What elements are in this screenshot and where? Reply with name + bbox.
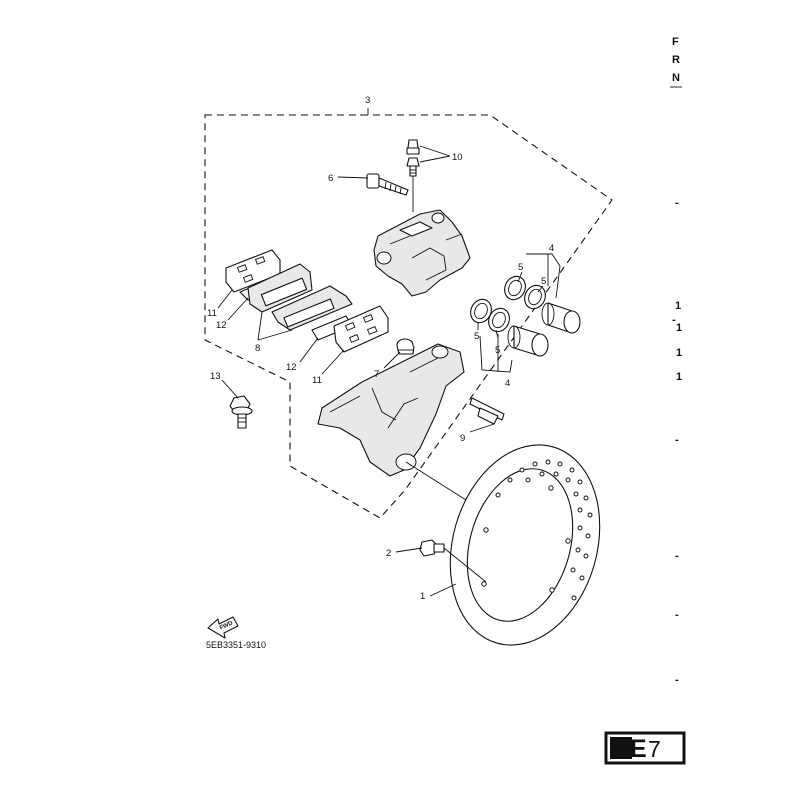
- callout-12-lower: 12: [286, 362, 297, 373]
- page-ref-letter: E: [630, 735, 647, 763]
- callout-5-upper-right: 5: [541, 276, 546, 287]
- caliper-bolt-part: [366, 173, 409, 196]
- edge-tick-2: 1: [675, 300, 681, 312]
- caliper-bracket-part: [317, 343, 467, 501]
- edge-tick-8: -: [675, 550, 679, 562]
- brake-disc-part: [449, 444, 601, 646]
- callout-7: 7: [374, 369, 379, 380]
- edge-tick-10: -: [675, 674, 679, 686]
- callout-12-upper: 12: [216, 320, 227, 331]
- callout-2: 2: [386, 548, 391, 559]
- callout-4-lower: 4: [505, 378, 510, 389]
- page-reference-box: E 7: [604, 731, 686, 765]
- caliper-assembly-boundary: [204, 108, 613, 519]
- bleed-screw-part: [406, 139, 420, 212]
- edge-letter-2: R: [672, 54, 680, 66]
- callout-4-upper: 4: [549, 243, 554, 254]
- callout-13: 13: [210, 371, 221, 382]
- brake-pads-parts: [225, 249, 389, 353]
- page-ref-number: 7: [648, 736, 661, 762]
- edge-letter-1: F: [672, 36, 679, 48]
- disc-hole-pattern: [495, 459, 593, 601]
- edge-tick-6: 1: [676, 371, 682, 383]
- callout-3: 3: [365, 95, 370, 106]
- forward-direction-arrow: FWD: [207, 616, 239, 639]
- callout-11-lower: 11: [312, 375, 322, 386]
- part-code: 5EB3351-9310: [206, 640, 266, 650]
- edge-tick-4: 1: [676, 322, 682, 334]
- pad-retainer-part: [469, 397, 505, 425]
- callout-6: 6: [328, 173, 333, 184]
- callout-labels: 3 10 6 4 5 5 5 5 4 11 12 8 12 11 7 9 13 …: [207, 95, 554, 602]
- pistons-and-seals-parts: [470, 275, 581, 357]
- callout-leader-lines: [217, 145, 561, 597]
- disc-bolt-part: [419, 539, 487, 583]
- fwd-label: FWD: [219, 620, 235, 631]
- callout-8: 8: [255, 343, 260, 354]
- callout-9: 9: [460, 433, 465, 444]
- edge-letter-3: N: [672, 72, 680, 84]
- edge-tick-9: -: [675, 609, 679, 621]
- callout-5-lower-left: 5: [474, 331, 479, 342]
- callout-1: 1: [420, 591, 425, 602]
- edge-tick-3: -: [672, 314, 676, 326]
- callout-11-upper: 11: [207, 308, 217, 319]
- bracket-bolt-part: [229, 395, 253, 429]
- callout-10: 10: [452, 152, 463, 163]
- callout-5-upper-left: 5: [518, 262, 523, 273]
- caliper-body-part: [373, 209, 471, 297]
- edge-tick-1: -: [675, 197, 679, 209]
- callout-5-lower-right: 5: [495, 345, 500, 356]
- edge-tick-7: -: [675, 434, 679, 446]
- rubber-boot-part: [396, 338, 415, 355]
- edge-tick-5: 1: [676, 347, 682, 359]
- right-edge-markers: F R N - 1 - 1 1 1 - - - -: [670, 36, 682, 686]
